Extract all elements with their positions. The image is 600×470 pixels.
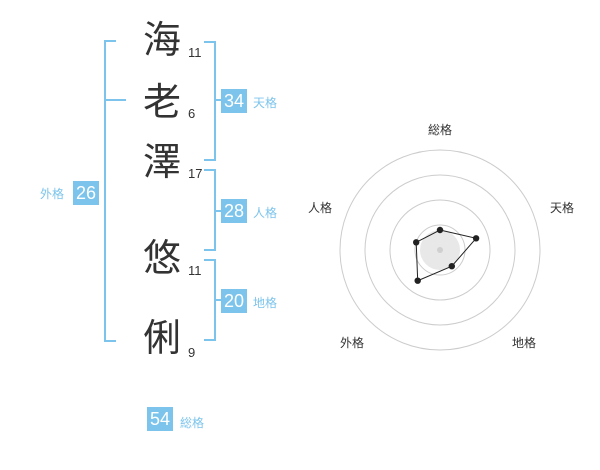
radar-ring [414,224,466,276]
jinkaku-bracket-tick [214,210,222,212]
radar-point-1 [436,226,444,234]
radar-polygon [415,229,478,282]
gaikaku-label: 外格 [40,187,65,201]
stroke-count-3: 17 [188,166,203,181]
name-char-1: 海 [142,18,181,62]
name-char-5: 俐 [142,316,181,360]
radar-grid [339,149,541,351]
radar-ring [389,199,491,301]
name-char-2: 老 [142,80,181,124]
chikaku-label: 地格 [253,296,278,310]
tenkaku-bracket [204,41,216,161]
radar-ring [364,174,516,326]
jinkaku-value: 28 [221,199,247,223]
radar-point-4 [414,277,421,284]
radar-axis-label-tenkaku: 天格 [550,200,574,215]
radar-axis-label-jinkaku: 人格 [308,200,332,215]
radar-point-3 [448,263,455,270]
stroke-count-4: 11 [188,263,202,278]
tenkaku-value: 34 [221,89,247,113]
jinkaku-label: 人格 [253,206,278,220]
tenkaku-label: 天格 [253,96,278,110]
radar-axis-label-gaikaku: 外格 [340,335,364,350]
radar-points [413,226,480,284]
stroke-count-2: 6 [188,106,196,121]
tenkaku-bracket-tick [214,99,222,101]
stroke-count-5: 9 [188,345,196,360]
radar-ring [339,149,541,351]
chikaku-value: 20 [221,289,247,313]
stroke-count-1: 11 [188,45,202,60]
gaikaku-value: 26 [73,181,99,205]
radar-chart: 総格 天格 地格 外格 人格 [308,122,574,351]
radar-axis-label-soukaku: 総格 [428,122,452,137]
gaikaku-bracket [104,40,116,342]
chikaku-bracket-tick [214,299,222,301]
gaikaku-bracket-tick [104,99,126,101]
radar-axis-label-chikaku: 地格 [512,335,536,350]
radar-point-2 [472,235,480,242]
soukaku-label: 総格 [180,416,205,430]
name-char-4: 悠 [142,236,181,280]
radar-center-dot [437,247,443,253]
radar-point-5 [413,239,420,246]
soukaku-value: 54 [147,407,173,431]
name-char-3: 澤 [142,140,181,184]
